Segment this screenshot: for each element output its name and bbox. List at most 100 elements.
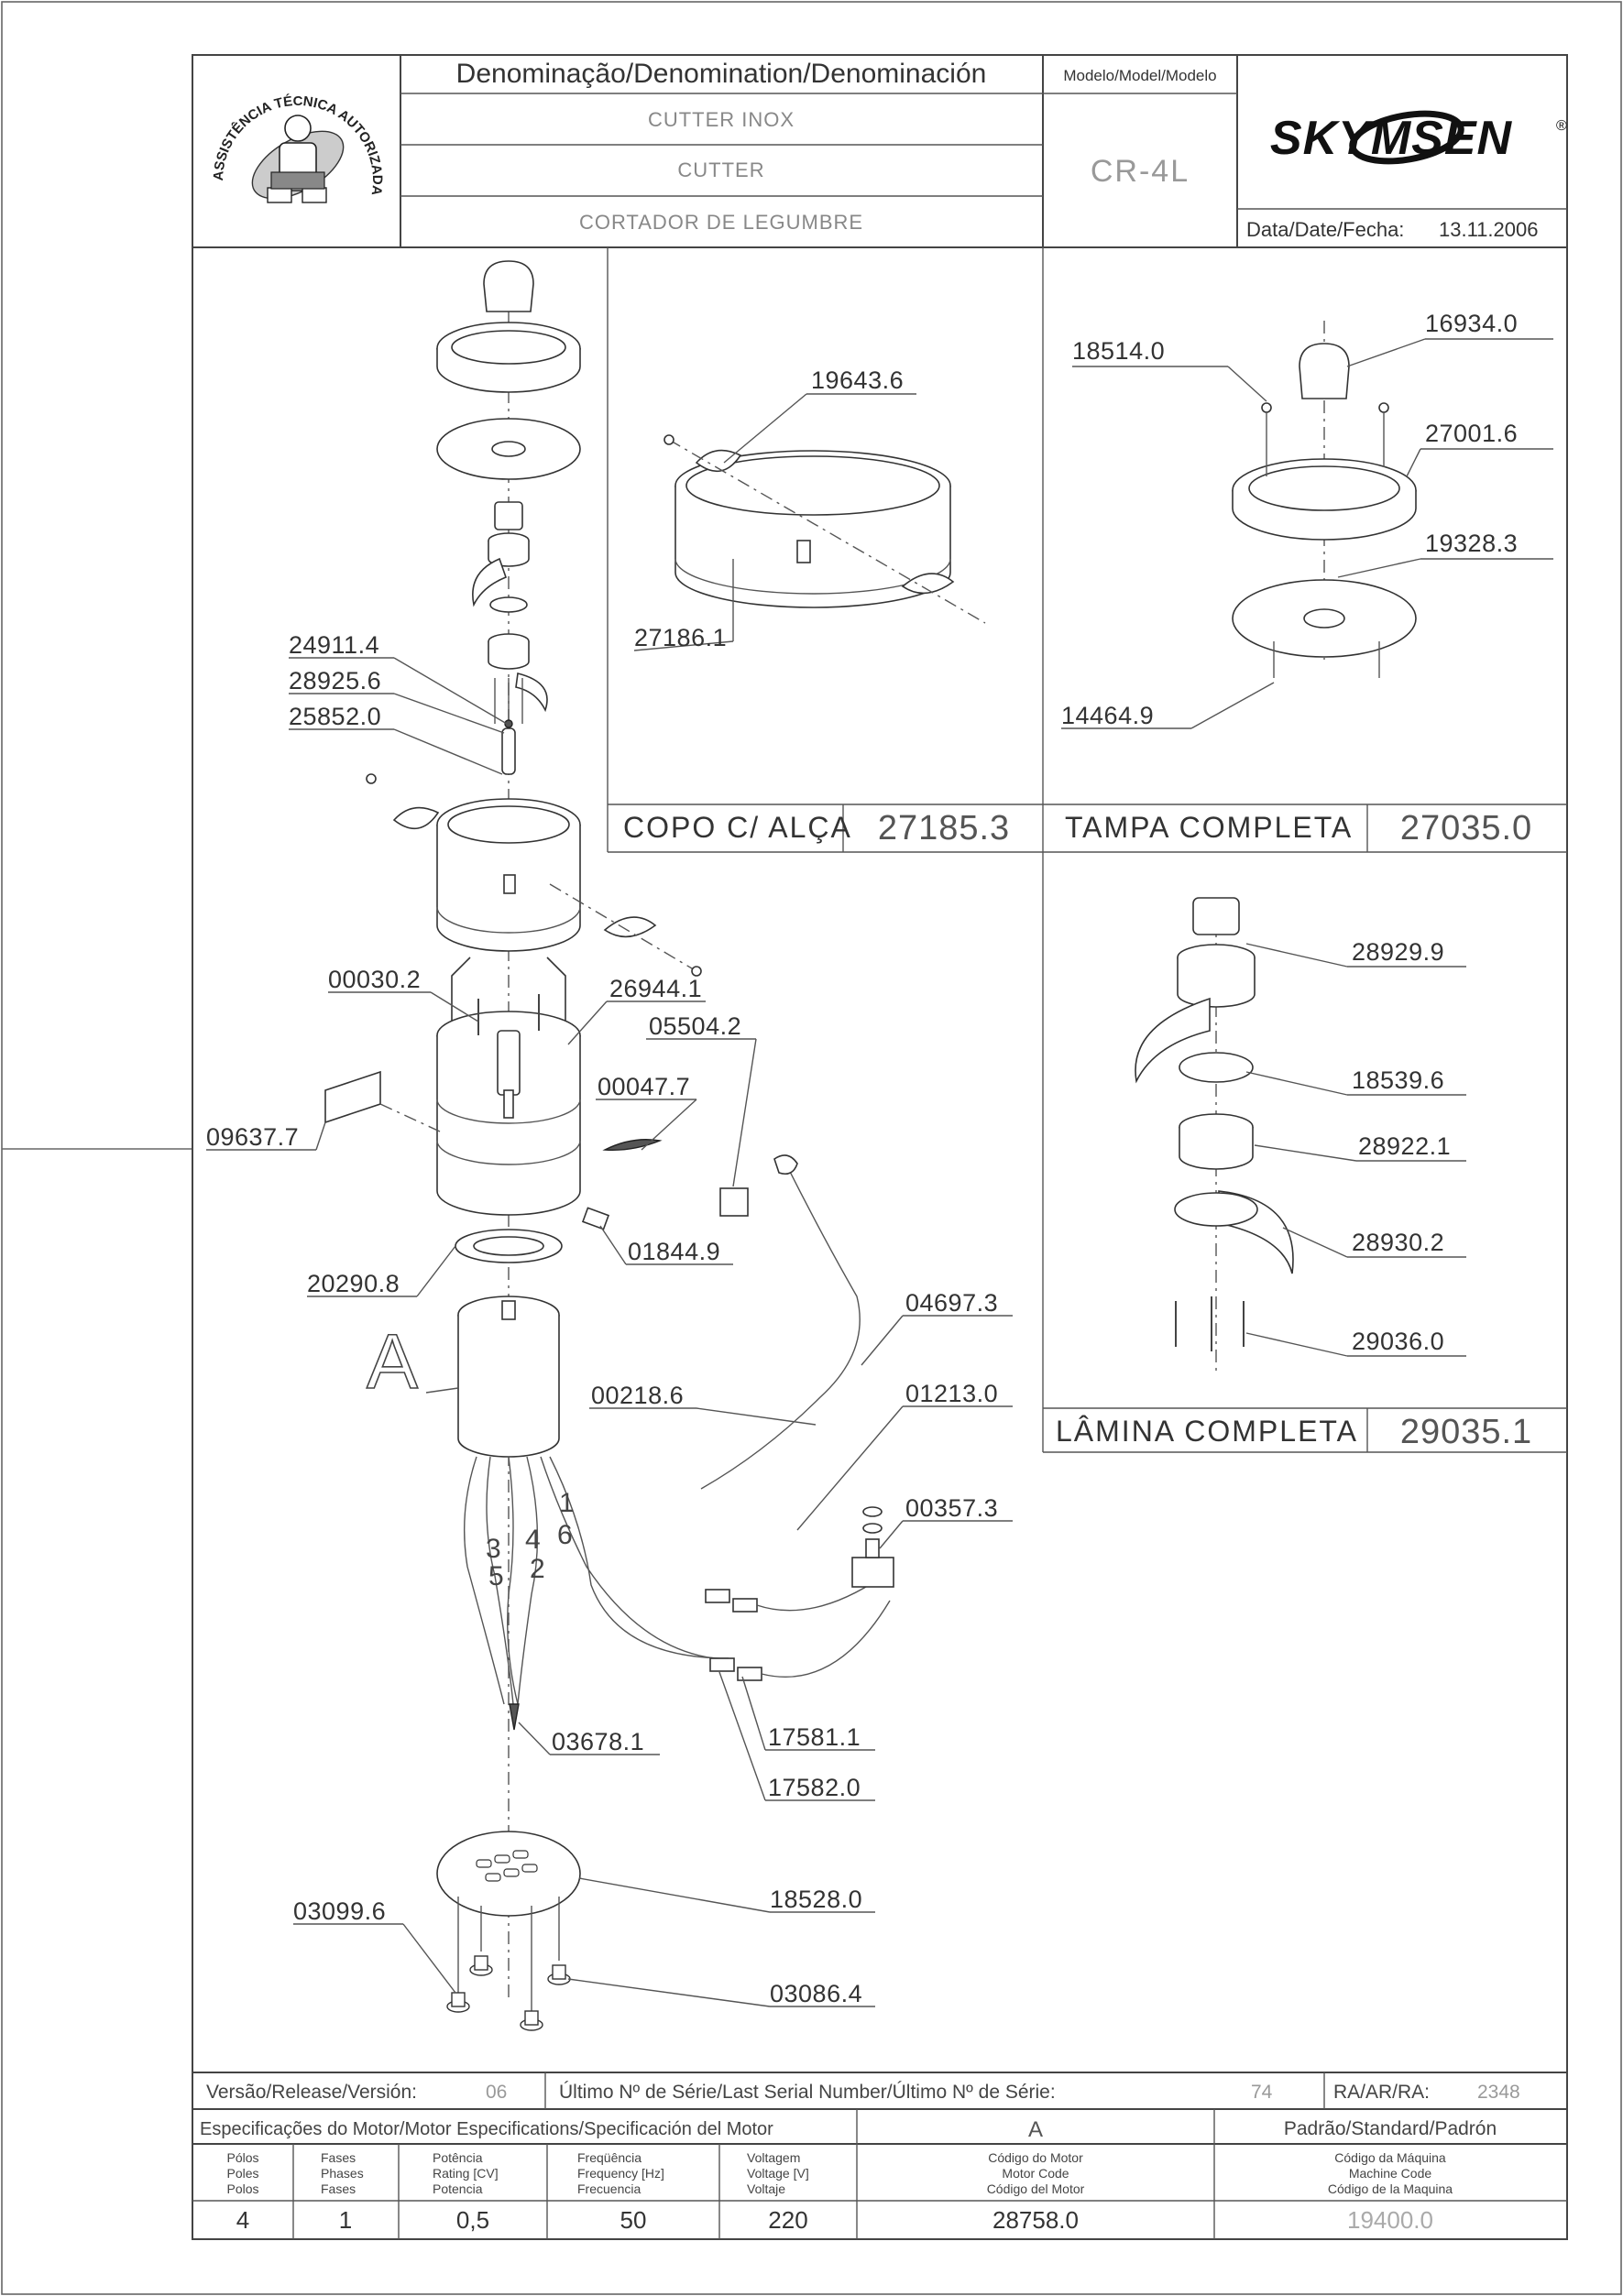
model-label: Modelo/Model/Modelo (1063, 67, 1216, 84)
release-label: Versão/Release/Versión: (206, 2082, 417, 2103)
lamina-part-b: 18539.6 (1352, 1066, 1444, 1094)
leader-tampa-a (1227, 366, 1267, 402)
lamina-part-c: 28922.1 (1358, 1132, 1451, 1160)
title-block (192, 55, 1567, 248)
wire-label-4: 4 (525, 1525, 541, 1555)
wire-label-6: 6 (557, 1520, 573, 1550)
name-en: CUTTER (677, 159, 764, 181)
tampa-assembly-drawing (1232, 321, 1417, 678)
main-part-10: 20290.8 (307, 1270, 400, 1297)
brand-mark: ® (1556, 118, 1567, 134)
svg-text:Fases: Fases (321, 2181, 356, 2196)
leader-copo-a (723, 393, 807, 464)
tampa-part-a: 18514.0 (1072, 337, 1165, 365)
svg-text:Freqüência: Freqüência (577, 2150, 642, 2165)
svg-text:Potência: Potência (433, 2150, 483, 2165)
motor-spec-value: A (1028, 2117, 1043, 2142)
standard-label: Padrão/Standard/Padrón (1284, 2118, 1497, 2139)
svg-text:Fases: Fases (321, 2150, 356, 2165)
brand-name: SKYMSEN (1270, 112, 1513, 165)
copo-code: 27185.3 (878, 809, 1010, 847)
copo-part-a: 19643.6 (811, 366, 904, 394)
svg-text:Polos: Polos (226, 2181, 258, 2196)
motor-code-value: 28758.0 (992, 2206, 1079, 2234)
main-part-7: 00047.7 (598, 1073, 690, 1100)
leader-lamina-a (1245, 943, 1348, 968)
ra-label: RA/AR/RA: (1333, 2082, 1430, 2103)
svg-text:Poles: Poles (226, 2166, 258, 2181)
svg-text:Voltage [V]: Voltage [V] (747, 2166, 809, 2181)
release-value: 06 (486, 2082, 507, 2103)
skymsen-logo: SKYMSEN ® (1270, 110, 1567, 165)
svg-text:Rating [CV]: Rating [CV] (433, 2166, 499, 2181)
main-part-3: 25852.0 (289, 703, 381, 730)
leader-tampa-c (1406, 448, 1421, 477)
leader-lamina-b (1245, 1071, 1348, 1096)
copo-part-b: 27186.1 (634, 624, 727, 651)
drawing-frame (192, 54, 1568, 2240)
svg-text:Voltagem: Voltagem (747, 2150, 800, 2165)
leader-lamina-d (1282, 1227, 1348, 1258)
name-es: CORTADOR DE LEGUMBRE (579, 211, 863, 234)
tampa-part-b: 16934.0 (1425, 310, 1518, 337)
leader-tampa-e (1190, 682, 1275, 729)
wire-label-2: 2 (530, 1554, 545, 1584)
svg-text:Phases: Phases (321, 2166, 364, 2181)
leader-lamina-e (1245, 1332, 1348, 1357)
main-part-18: 18528.0 (770, 1886, 862, 1913)
spec-column-headers: Pólos Poles Polos Fases Phases Fases Pot… (226, 2150, 1453, 2196)
main-part-20: 03086.4 (770, 1980, 862, 2007)
phases-value: 1 (339, 2206, 352, 2234)
denomination-label: Denominação/Denomination/Denominación (456, 59, 987, 89)
main-part-13: 01213.0 (905, 1380, 998, 1407)
svg-text:Machine Code: Machine Code (1349, 2166, 1431, 2181)
main-part-1: 24911.4 (289, 631, 379, 659)
lamina-code: 29035.1 (1400, 1413, 1532, 1451)
main-part-12: 00218.6 (591, 1382, 684, 1409)
footer-grid (192, 2072, 1567, 2239)
leader-lamina-c (1254, 1144, 1357, 1162)
svg-text:Potencia: Potencia (433, 2181, 483, 2196)
model-value: CR-4L (1091, 154, 1190, 189)
poles-value: 4 (236, 2206, 249, 2234)
main-part-16: 17581.1 (768, 1723, 861, 1751)
tampa-part-c: 27001.6 (1425, 420, 1518, 447)
serial-value: 74 (1251, 2082, 1273, 2103)
tampa-code: 27035.0 (1400, 809, 1532, 847)
copo-assembly-drawing (663, 434, 986, 624)
lamina-part-e: 29036.0 (1352, 1328, 1444, 1355)
svg-text:Código de la Maquina: Código de la Maquina (1328, 2181, 1453, 2196)
svg-text:Motor Code: Motor Code (1002, 2166, 1069, 2181)
svg-text:Voltaje: Voltaje (747, 2181, 785, 2196)
main-part-17: 17582.0 (768, 1774, 861, 1801)
authorized-service-seal: ASSISTÊNCIA TÉCNICA AUTORIZADA (211, 93, 385, 203)
lamina-title: LÂMINA COMPLETA (1056, 1415, 1358, 1448)
panel-frames (607, 247, 1567, 1453)
lamina-part-a: 28929.9 (1352, 938, 1444, 966)
main-exploded-drawing (324, 260, 894, 2031)
wire-label-1: 1 (559, 1488, 575, 1518)
leader-tampa-d (1337, 558, 1421, 578)
date-label: Data/Date/Fecha: (1246, 218, 1404, 241)
svg-text:Frequency [Hz]: Frequency [Hz] (577, 2166, 664, 2181)
lamina-assembly-drawing (1135, 897, 1294, 1374)
main-leaders (206, 657, 1013, 2007)
motor-callout: A (367, 1318, 418, 1405)
tampa-part-d: 19328.3 (1425, 530, 1518, 557)
main-part-8: 09637.7 (206, 1123, 299, 1151)
serial-label: Último Nº de Série/Last Serial Number/Úl… (559, 2082, 1056, 2103)
main-part-6: 05504.2 (649, 1012, 741, 1040)
tampa-title: TAMPA COMPLETA (1065, 811, 1353, 844)
name-pt: CUTTER INOX (648, 108, 795, 131)
main-part-2: 28925.6 (289, 667, 381, 694)
main-part-11: 04697.3 (905, 1289, 998, 1317)
tampa-part-e: 14464.9 (1061, 702, 1154, 729)
main-part-9: 01844.9 (628, 1238, 720, 1265)
main-part-14: 00357.3 (905, 1494, 998, 1522)
main-part-19: 03099.6 (293, 1897, 386, 1925)
svg-text:Pólos: Pólos (226, 2150, 258, 2165)
voltage-value: 220 (768, 2206, 807, 2234)
lamina-part-d: 28930.2 (1352, 1229, 1444, 1256)
